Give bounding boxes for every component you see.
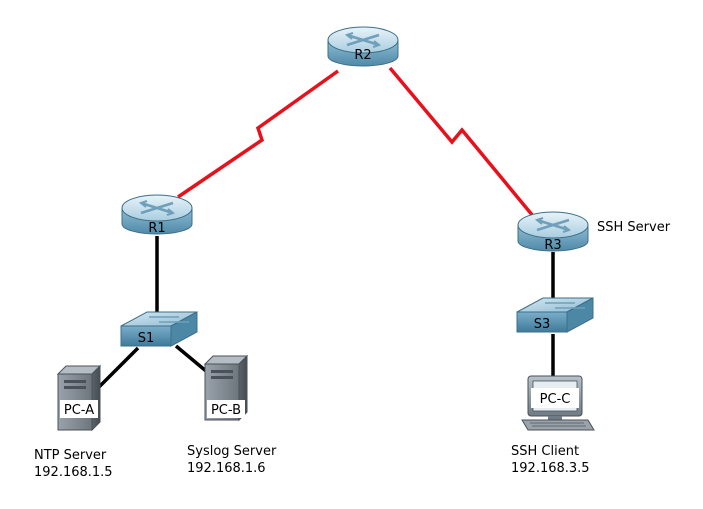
router-r2-label: R2 bbox=[354, 48, 371, 63]
pc-a-ip-label: 192.168.1.5 bbox=[34, 465, 113, 480]
pc-c-annotation: SSH Client 192.168.3.5 bbox=[511, 443, 590, 477]
links bbox=[96, 66, 555, 390]
pc-c-label: PC-C bbox=[540, 392, 571, 407]
pc-b-role-label: Syslog Server bbox=[187, 444, 277, 459]
pc-b-ip-label: 192.168.1.6 bbox=[187, 461, 266, 476]
router-r2[interactable]: R2 bbox=[327, 26, 399, 67]
router-r1[interactable]: R1 bbox=[121, 194, 193, 236]
switch-s3[interactable]: S3 bbox=[516, 297, 594, 333]
pc-a-annotation: NTP Server 192.168.1.5 bbox=[34, 447, 113, 481]
pc-a-role-label: NTP Server bbox=[34, 448, 107, 463]
pc-c-ip-label: 192.168.3.5 bbox=[511, 461, 590, 476]
pc-b-label: PC-B bbox=[211, 403, 241, 418]
router-r1-label: R1 bbox=[148, 221, 165, 236]
router-r3[interactable]: R3 bbox=[517, 211, 589, 253]
switch-s3-label: S3 bbox=[534, 317, 551, 332]
pc-a-label: PC-A bbox=[64, 403, 94, 418]
pc-a[interactable]: PC-A bbox=[56, 364, 102, 432]
switch-s1[interactable]: S1 bbox=[120, 311, 198, 347]
pc-b-annotation: Syslog Server 192.168.1.6 bbox=[187, 443, 276, 477]
serial-link-r2-r3[interactable] bbox=[388, 66, 535, 218]
pc-b[interactable]: PC-B bbox=[203, 354, 249, 422]
pc-c[interactable]: PC-C bbox=[521, 375, 595, 431]
ethernet-link-s1-pc-a[interactable] bbox=[96, 346, 140, 390]
serial-link-r1-r2[interactable] bbox=[177, 69, 340, 199]
switch-s1-label: S1 bbox=[138, 331, 155, 346]
r3-role-label: SSH Server bbox=[597, 220, 671, 235]
router-r3-label: R3 bbox=[544, 238, 561, 253]
pc-c-role-label: SSH Client bbox=[511, 444, 580, 459]
